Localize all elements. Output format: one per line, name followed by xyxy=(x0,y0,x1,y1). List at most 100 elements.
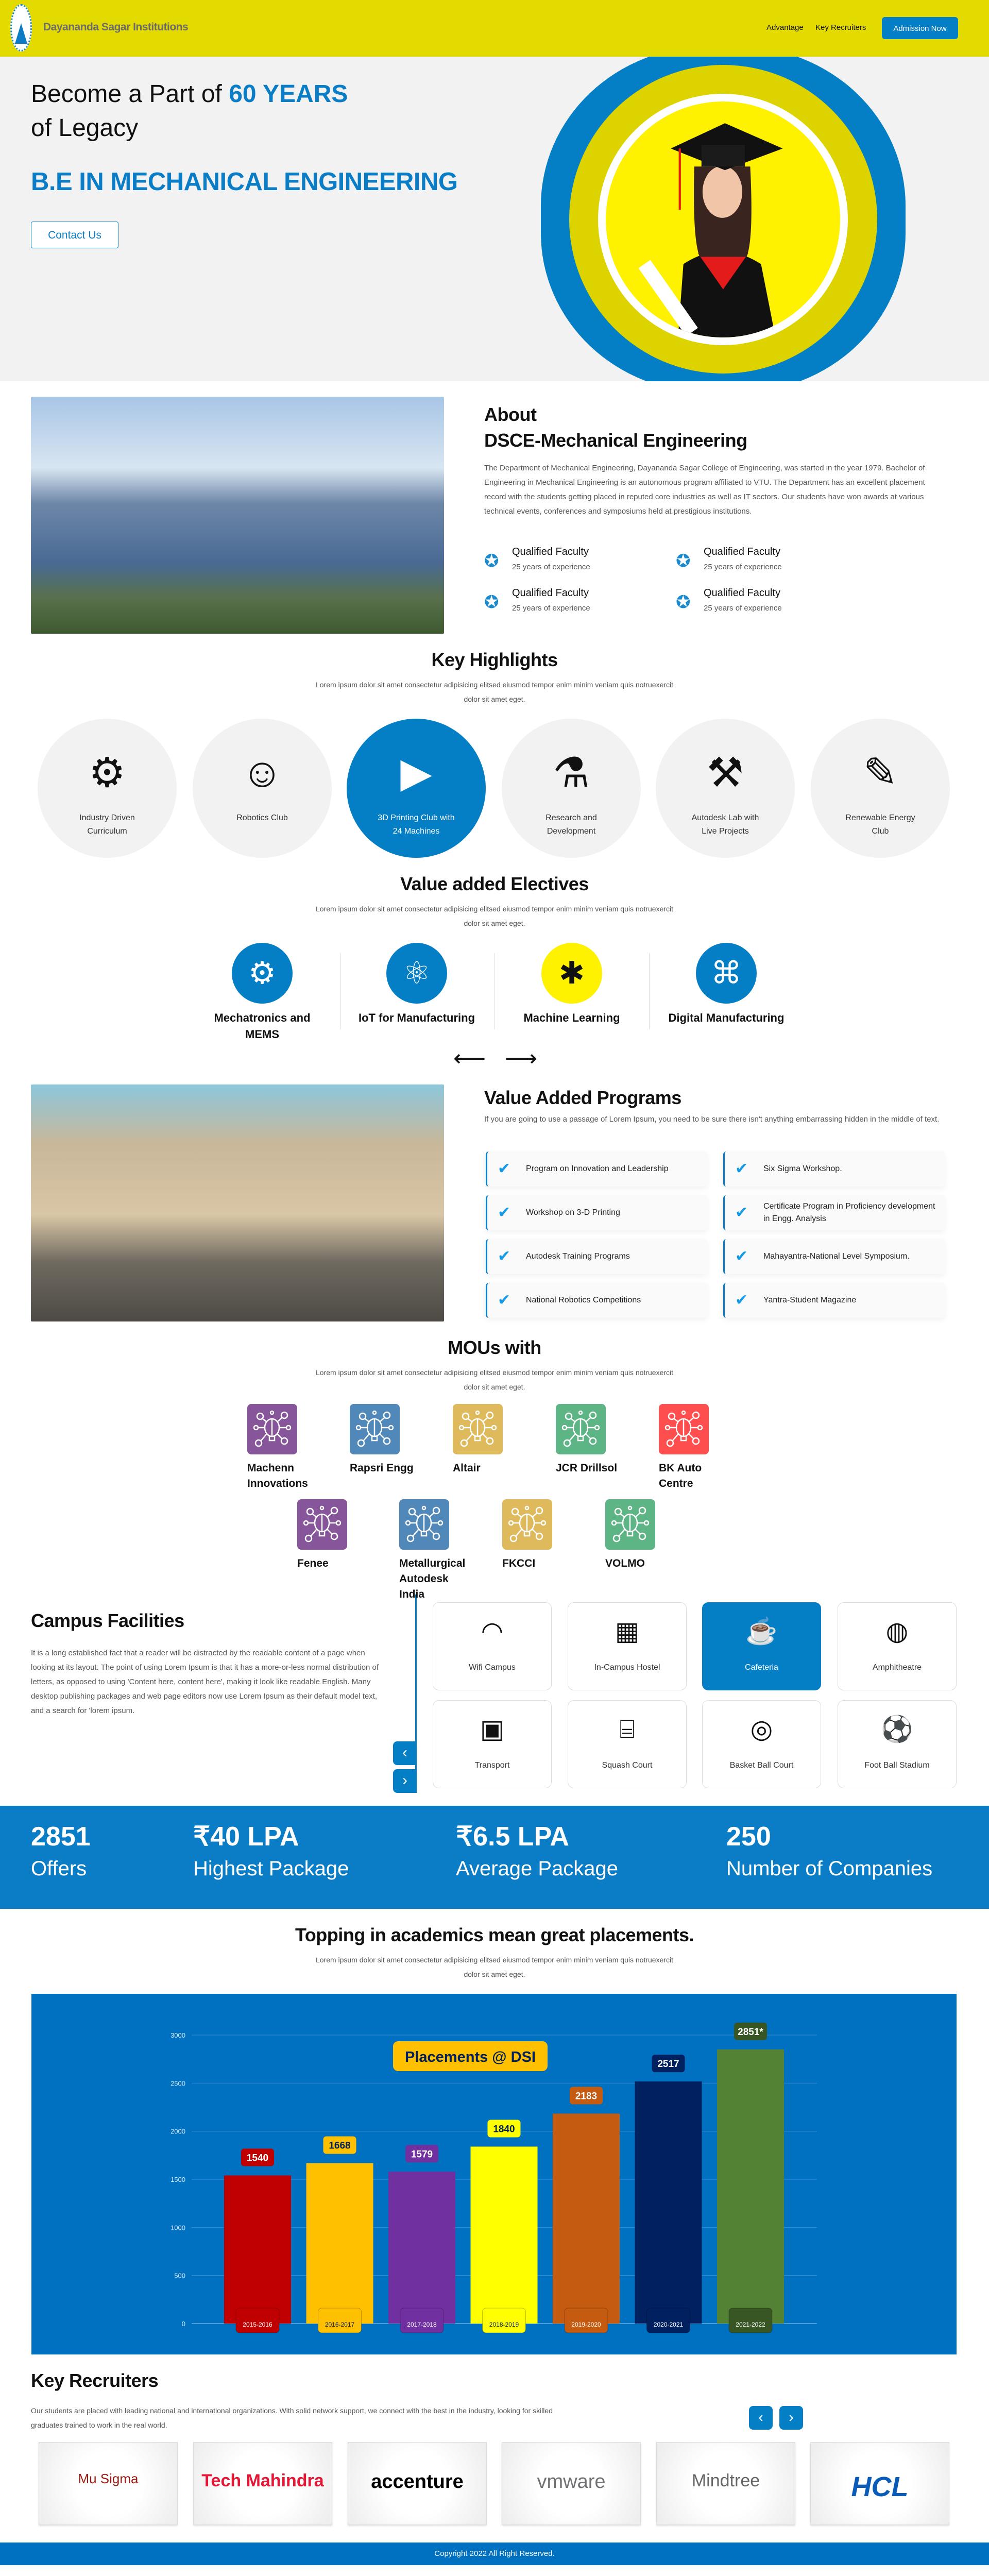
recruiter-logo[interactable]: HCL xyxy=(810,2442,949,2525)
data-label: 1840 xyxy=(493,2124,515,2135)
dsi-logo[interactable] xyxy=(10,4,32,52)
data-label: 2183 xyxy=(575,2091,597,2102)
award-badge-icon: ✪ xyxy=(676,551,691,571)
recruiter-logo[interactable]: Mu Sigma xyxy=(39,2442,178,2525)
y-tick-label: 500 xyxy=(174,2272,185,2280)
recruiters-description: Our students are placed with leading nat… xyxy=(31,2406,553,2429)
stat-value: ₹40 LPA xyxy=(193,1822,299,1852)
feature-title: Qualified Faculty xyxy=(512,546,589,557)
placements-chart-svg: 05001000150020002500300015402015-2016166… xyxy=(170,2022,817,2333)
person-icon: ☺ xyxy=(241,750,283,795)
elective-label: Machine Learning xyxy=(523,1011,620,1024)
checkmark-icon: ✔ xyxy=(498,1292,511,1309)
facility-card[interactable]: ☕Cafeteria xyxy=(702,1602,821,1690)
category-label-box xyxy=(400,2308,444,2333)
highlight-card[interactable]: ⚒Autodesk Lab with Live Projects xyxy=(656,719,795,858)
recruiters-next-button[interactable]: › xyxy=(779,2406,803,2430)
highlight-card[interactable]: ⚗Research and Development xyxy=(502,719,641,858)
elective-label: Mechatronics and MEMS xyxy=(214,1011,311,1041)
electives-prev-arrow[interactable]: ⟵ xyxy=(453,1046,486,1071)
facility-card[interactable]: ▣Transport xyxy=(433,1700,552,1788)
stat-label: Offers xyxy=(31,1857,87,1880)
highlight-card[interactable]: ▶3D Printing Club with 24 Machines xyxy=(347,719,486,858)
data-label-box xyxy=(652,2055,685,2073)
category-label-box xyxy=(235,2308,280,2333)
campus-title: Campus Facilities xyxy=(31,1610,184,1631)
recruiters-prev-button[interactable]: ‹ xyxy=(749,2406,773,2430)
campus-next-button[interactable]: › xyxy=(393,1769,417,1793)
squash-icon: ⌸ xyxy=(619,1715,635,1743)
facility-label: Amphitheatre xyxy=(872,1663,922,1672)
basketball-hoop-icon: ◎ xyxy=(750,1715,773,1743)
highlight-label: Renewable Energy Club xyxy=(845,814,915,836)
robot-head-icon[interactable]: ⚙ xyxy=(232,943,293,1004)
circuit-icon[interactable]: ✱ xyxy=(541,943,602,1004)
nav-key-recruiters[interactable]: Key Recruiters xyxy=(815,23,866,32)
mou-partner-name: Metallurgical Autodesk India xyxy=(399,1557,466,1600)
mou-logo-network-icon xyxy=(350,1404,400,1454)
gear-circuit-icon[interactable]: ⌘ xyxy=(696,943,757,1004)
placements-title: Topping in academics mean great placemen… xyxy=(295,1924,694,1945)
highlight-card[interactable]: ☺Robotics Club xyxy=(193,719,332,858)
y-tick-label: 2500 xyxy=(170,2079,185,2087)
facility-card[interactable]: ◠Wifi Campus xyxy=(433,1602,552,1690)
vap-title: Value Added Programs xyxy=(484,1087,681,1108)
recruiter-name: Mu Sigma xyxy=(78,2471,139,2486)
highlight-card[interactable]: ⚙Industry Driven Curriculum xyxy=(38,719,177,858)
about-title-line2: DSCE-Mechanical Engineering xyxy=(484,430,747,451)
electives-title: Value added Electives xyxy=(400,873,589,894)
highlight-card[interactable]: ✎ Renewable Energy Club xyxy=(811,719,950,858)
recruiter-logo[interactable]: accenture xyxy=(348,2442,487,2525)
bar xyxy=(553,2113,620,2324)
program-card: ✔Workshop on 3-D Printing xyxy=(486,1195,707,1230)
checkmark-icon: ✔ xyxy=(498,1204,511,1221)
bar xyxy=(388,2172,455,2324)
wifi-icon: ◠ xyxy=(481,1617,504,1646)
mou-partner-name: Rapsri Engg xyxy=(350,1462,414,1474)
recruiter-logo[interactable]: Tech Mahindra xyxy=(193,2442,332,2525)
data-label: 2851* xyxy=(738,2027,763,2038)
facility-card[interactable]: ⌸Squash Court xyxy=(568,1700,687,1788)
students-group-photo xyxy=(31,1084,444,1321)
facility-label: Transport xyxy=(474,1761,510,1770)
feature-title: Qualified Faculty xyxy=(704,587,780,599)
facility-card[interactable]: ◍Amphitheatre xyxy=(838,1602,957,1690)
brand-name[interactable]: Dayananda Sagar Institutions xyxy=(43,21,189,33)
about-paragraph: The Department of Mechanical Engineering… xyxy=(484,464,925,516)
book-icon: ✎ xyxy=(863,750,898,795)
feature-title: Qualified Faculty xyxy=(512,587,589,599)
admission-now-button[interactable]: Admission Now xyxy=(882,17,958,39)
program-label: Six Sigma Workshop. xyxy=(763,1164,842,1173)
highlights-subtitle: Lorem ipsum dolor sit amet consectetur a… xyxy=(315,681,674,703)
top-header: Dayananda Sagar Institutions Advantage K… xyxy=(0,0,989,57)
graduate-photo xyxy=(606,101,840,337)
data-label: 1540 xyxy=(247,2153,268,2164)
facility-card[interactable]: ◎Basket Ball Court xyxy=(702,1700,821,1788)
category-label-box xyxy=(728,2308,773,2333)
nav-advantage[interactable]: Advantage xyxy=(766,23,804,32)
campus-prev-button[interactable]: ‹ xyxy=(393,1741,417,1765)
feature-subtitle: 25 years of experience xyxy=(512,563,590,571)
bar xyxy=(635,2081,702,2324)
electives-next-arrow[interactable]: ⟶ xyxy=(505,1046,538,1071)
about-title-line1: About xyxy=(484,404,537,425)
data-label: 2517 xyxy=(657,2059,679,2070)
facility-card[interactable]: ▦In-Campus Hostel xyxy=(568,1602,687,1690)
bar xyxy=(470,2146,538,2324)
recruiter-logo[interactable]: vmware xyxy=(502,2442,641,2525)
contact-us-button[interactable]: Contact Us xyxy=(31,222,118,248)
recruiter-logo[interactable]: Mindtree xyxy=(656,2442,795,2525)
gear-network-icon[interactable]: ⚛ xyxy=(386,943,447,1004)
elective-label: IoT for Manufacturing xyxy=(358,1011,475,1024)
mou-partner-name: JCR Drillsol xyxy=(556,1462,618,1474)
hostel-icon: ▦ xyxy=(615,1617,640,1646)
hero-headline-line2: of Legacy xyxy=(31,114,139,142)
checkmark-icon: ✔ xyxy=(498,1248,511,1265)
data-label-box xyxy=(734,2022,767,2040)
data-label-box xyxy=(323,2136,356,2154)
campus-building-photo xyxy=(31,397,444,634)
facility-label: Cafeteria xyxy=(745,1663,778,1672)
facility-card[interactable]: ⚽Foot Ball Stadium xyxy=(838,1700,957,1788)
placements-subtitle: Lorem ipsum dolor sit amet consectetur a… xyxy=(315,1956,674,1978)
